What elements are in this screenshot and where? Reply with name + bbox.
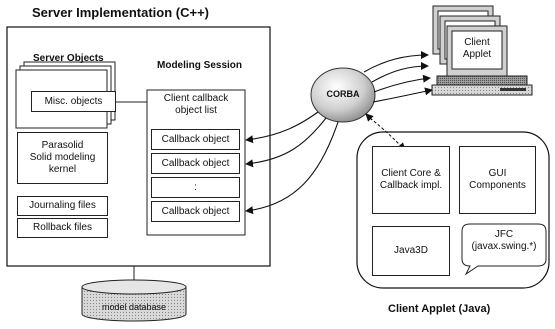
client-callback-list-frame [146,89,246,236]
client-core-box: Client Core & Callback impl. [372,146,450,214]
gui-components-label: GUI Components [469,168,526,191]
jfc-bubble [461,223,547,276]
callback-object-label-1: Callback object [161,133,230,145]
misc-objects-label: Misc. objects [44,95,103,107]
gui-components-box: GUI Components [459,146,536,214]
arrow-corba-callback-4 [245,121,339,215]
client-applet-frame [356,131,550,289]
arrow-corba-client-2 [371,62,429,83]
jfc-label: JFC (javax.swing.*) [471,229,537,252]
corba-label: CORBA [326,89,360,99]
arrow-corba-client-4 [372,87,433,103]
modeling-session-title: Modeling Session [157,60,243,71]
parasolid-label: Parasolid Solid modeling kernel [29,140,96,175]
server-title: Server Implementation (C++) [32,5,209,20]
client-callback-list-title: Client callback object list [163,93,229,116]
parasolid-box: Parasolid Solid modeling kernel [17,132,108,184]
arrow-corba-callback-2 [245,117,327,168]
server-objects-title: Server Objects [33,53,104,64]
misc-objects-box: Misc. objects [31,91,116,112]
callback-object-box-4: Callback object [151,201,240,222]
arrow-corba-client-3 [373,74,431,93]
callback-object-box-2: Callback object [151,153,240,174]
arrow-corba-client-core [369,117,406,151]
client-applet-monitor-label: Client Applet [462,37,492,60]
model-database-label: model database [101,302,167,312]
java3d-box: Java3D [372,226,450,276]
callback-object-label-4: Callback object [161,205,230,217]
client-core-label: Client Core & Callback impl. [379,168,443,191]
callback-object-label-2: Callback object [161,157,230,169]
server-frame [6,26,271,267]
journaling-files-box: Journaling files [17,196,108,216]
arrow-corba-client-1 [363,51,429,73]
client-applet-title: Client Applet (Java) [388,303,491,315]
journaling-files-label: Journaling files [29,200,96,211]
callback-ellipsis-label: : [194,181,197,193]
client-monitor-stack [431,5,533,96]
arrow-corba-callback-1 [245,111,319,144]
callback-object-box-1: Callback object [151,129,240,150]
callback-ellipsis-box: : [151,177,240,198]
model-database-cylinder [81,279,187,322]
rollback-files-box: Rollback files [17,218,108,238]
java3d-label: Java3D [394,245,428,256]
corba-sphere [310,67,376,123]
rollback-files-label: Rollback files [33,222,92,233]
